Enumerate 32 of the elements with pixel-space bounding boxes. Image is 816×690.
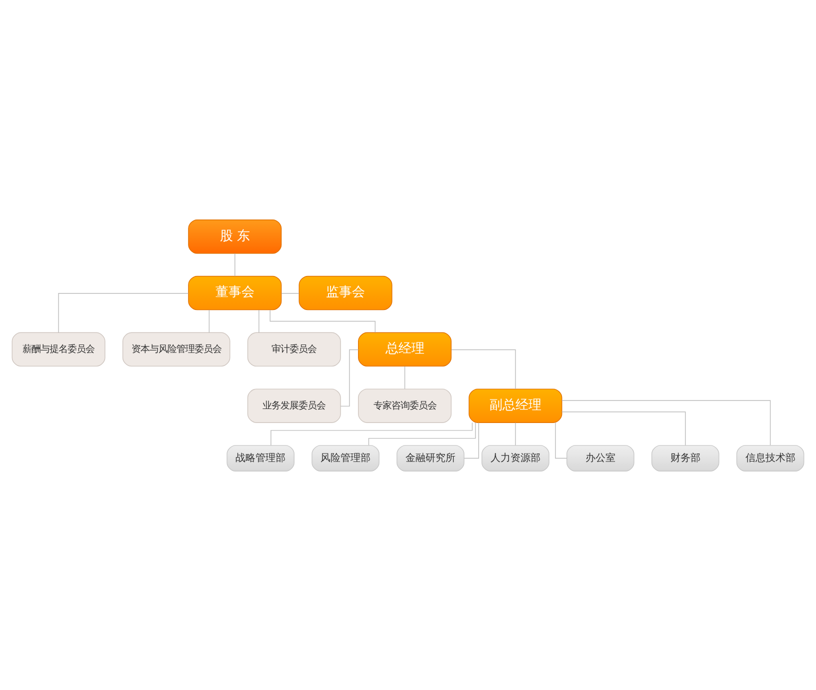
node-box: 风险管理部 [312,444,380,471]
node-box: 总经理 [358,332,452,366]
node-box: 资本与风险管理委员会 [122,332,230,366]
node-box: 业务发展委员会 [247,388,341,422]
node-box: 股 东 [188,219,282,254]
connector [368,422,476,446]
node-box: 财务部 [651,444,720,471]
connector [451,348,516,389]
node-box: 董事会 [188,275,282,310]
connector [234,252,236,276]
connector [58,292,189,332]
connector [340,348,359,406]
connector [562,400,771,446]
connector [464,422,480,458]
connector [208,309,210,332]
connector [404,365,406,389]
node-box: 金融研究所 [396,444,464,471]
node-box: 副总经理 [468,388,562,422]
connector [258,309,260,332]
node-box: 薪酬与提名委员会 [12,332,106,366]
node-box: 办公室 [566,444,634,471]
node-box: 战略管理部 [226,444,294,471]
node-box: 专家咨询委员会 [358,388,452,422]
connector [270,422,473,446]
connector [281,292,300,294]
connector [562,411,686,446]
node-box: 监事会 [298,275,392,310]
connector [270,309,376,332]
connector [515,422,516,446]
node-box: 信息技术部 [736,444,804,471]
node-box: 人力资源部 [482,444,550,471]
node-box: 审计委员会 [247,332,341,366]
